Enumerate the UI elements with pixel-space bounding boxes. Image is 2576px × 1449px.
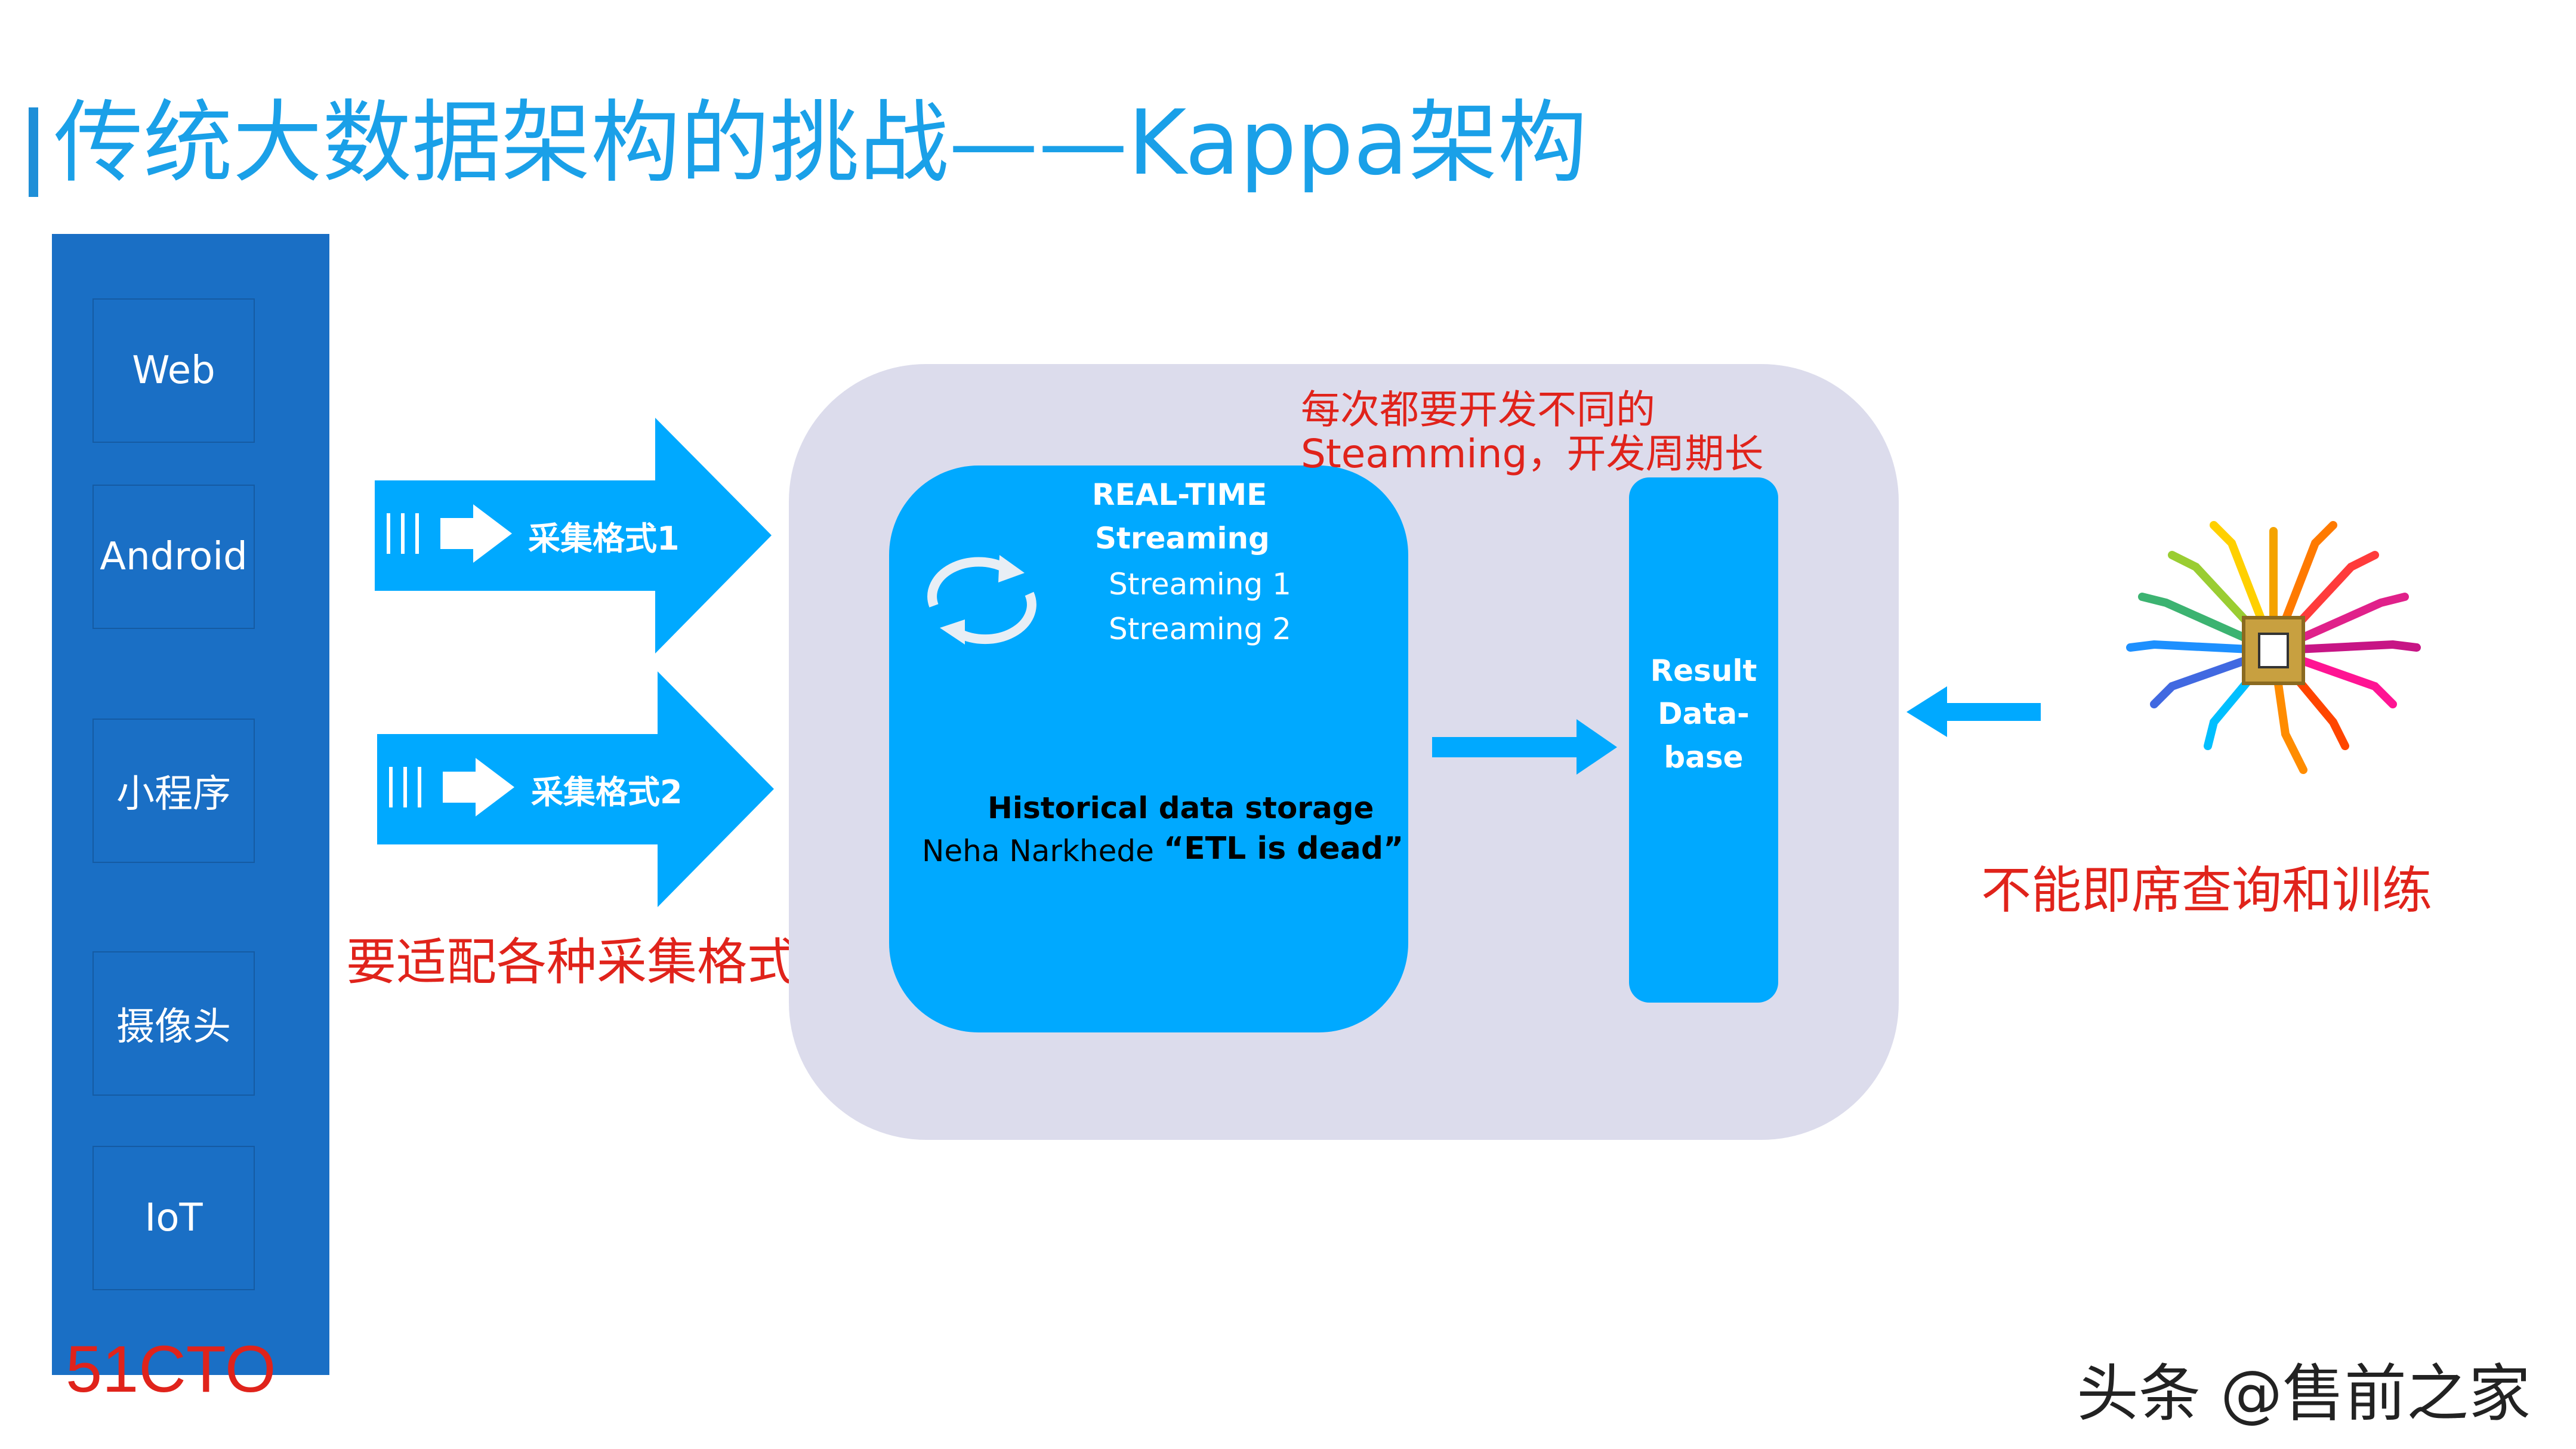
collector-label-1: 采集格式1 (528, 520, 680, 557)
adapt-formats-note: 要适配各种采集格式 (346, 933, 798, 991)
source-mini-program: 小程序 (92, 719, 255, 863)
source-iot: IoT (92, 1146, 255, 1290)
quote-author: Neha Narkhede (922, 834, 1154, 868)
collector-arrow-1 (375, 418, 772, 653)
dev-note-line1: 每次都要开发不同的 (1301, 387, 1655, 433)
realtime-title-line1: REAL-TIME (1092, 477, 1267, 512)
to-result-arrow (1432, 719, 1617, 775)
dev-note-line2: Steamming，开发周期长 (1301, 430, 1764, 477)
source-web: Web (92, 298, 255, 443)
ai-brain-chip-icon (2126, 521, 2421, 774)
stream-item-2: Streaming 2 (1109, 612, 1291, 646)
collector-arrow-2 (377, 671, 774, 907)
streaming-box: REAL-TIME Streaming Streaming 1 Streamin… (889, 465, 1408, 1032)
collector-label-2: 采集格式2 (531, 773, 683, 811)
footer-logo: 51CTO (66, 1333, 276, 1406)
data-source-panel: Web Android 小程序 摄像头 IoT (52, 234, 329, 1375)
result-db-line1: Result (1650, 653, 1757, 688)
refresh-cycle-icon (927, 555, 1036, 645)
stream-item-1: Streaming 1 (1109, 567, 1291, 602)
etl-quote: “ETL is dead” (1164, 831, 1404, 867)
page-title: 传统大数据架构的挑战——Kappa架构 (54, 91, 1587, 195)
brain-caption: 不能即席查询和训练 (1981, 861, 2433, 920)
source-android: Android (92, 485, 255, 629)
from-brain-arrow (1906, 686, 2041, 737)
result-database: Result Data- base (1629, 477, 1778, 1003)
realtime-title-line2: Streaming (1095, 521, 1270, 556)
title-accent-bar (29, 107, 38, 197)
result-db-line2: Data- (1658, 696, 1750, 731)
result-db-line3: base (1664, 740, 1744, 775)
historical-storage-label: Historical data storage (988, 791, 1374, 825)
watermark: 头条 @售前之家 (2077, 1357, 2531, 1430)
source-camera: 摄像头 (92, 951, 255, 1096)
dev-cycle-note: 每次都要开发不同的 Steamming，开发周期长 (1301, 388, 1763, 476)
